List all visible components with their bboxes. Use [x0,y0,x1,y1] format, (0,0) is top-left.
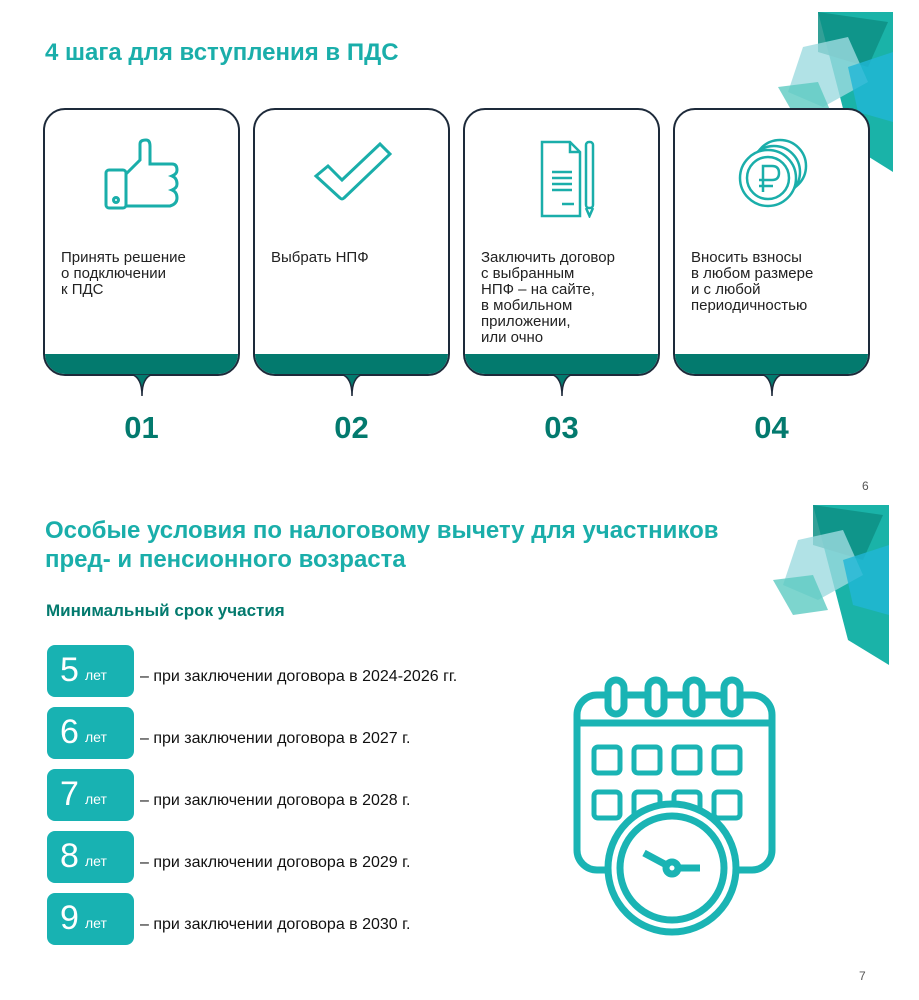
step-card-2: Выбрать НПФ [253,108,450,376]
checkmark-icon [313,141,392,201]
years-unit: лет [85,853,107,869]
condition-text: – при заключении договора в 2024-2026 гг… [140,668,458,685]
years-value: 7 [60,775,79,813]
step-text: Выбрать НПФ [271,249,369,266]
decorative-polygons [773,505,889,665]
calendar-clock-icon [573,676,776,936]
step-text: Принять решение о подключении к ПДС [61,249,186,298]
condition-text: – при заключении договора в 2027 г. [140,730,411,747]
card-band [675,354,868,374]
slide-title-line2: пред- и пенсионного возраста [45,546,406,573]
decorative-polygons [778,12,893,172]
years-value: 8 [60,837,79,875]
years-unit: лет [85,791,107,807]
years-badge: 8 лет [47,831,134,883]
years-badge: 6 лет [47,707,134,759]
page-number: 6 [862,479,869,493]
step-number: 03 [544,410,579,445]
step-text: Вносить взносы в любом размере и с любой… [691,249,814,314]
card-band [465,354,658,374]
step-card-4: Вносить взносы в любом размере и с любой… [673,108,870,376]
slide-title: 4 шага для вступления в ПДС [45,39,399,66]
step-card-3: Заключить договор с выбранным НПФ – на с… [463,108,660,376]
thumbs-up-icon [104,138,179,210]
step-number: 01 [124,410,159,445]
years-value: 6 [60,713,79,751]
condition-text: – при заключении договора в 2030 г. [140,916,411,933]
step-number: 02 [334,410,369,445]
step-number: 04 [754,410,789,445]
card-pointer [340,374,364,396]
condition-text: – при заключении договора в 2029 г. [140,854,411,871]
page-number: 7 [859,969,866,983]
years-unit: лет [85,729,107,745]
card-band [45,354,238,374]
years-value: 5 [60,651,79,689]
years-unit: лет [85,667,107,683]
years-badge: 7 лет [47,769,134,821]
subtitle: Минимальный срок участия [46,601,285,620]
step-card-1: Принять решение о подключении к ПДС [43,108,240,376]
ruble-coins-icon [738,138,807,208]
card-pointer [760,374,784,396]
document-pen-icon [540,140,594,218]
years-badge: 9 лет [47,893,134,945]
slide-title-line1: Особые условия по налоговому вычету для … [45,517,719,544]
condition-text: – при заключении договора в 2028 г. [140,792,411,809]
years-unit: лет [85,915,107,931]
card-pointer [130,374,154,396]
card-pointer [550,374,574,396]
years-value: 9 [60,899,79,937]
card-band [255,354,448,374]
step-text: Заключить договор с выбранным НПФ – на с… [481,249,615,346]
years-badge: 5 лет [47,645,134,697]
